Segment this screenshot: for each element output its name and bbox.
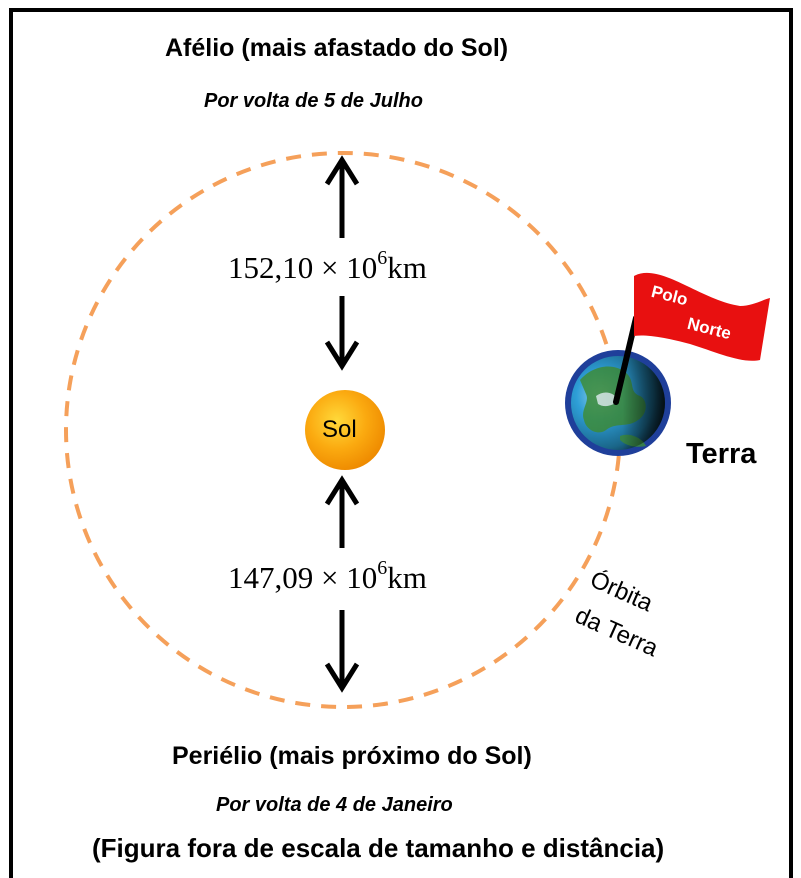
perihelion-date: Por volta de 4 de Janeiro — [216, 794, 453, 816]
aphelion-distance-unit: km — [387, 250, 427, 285]
aphelion-date: Por volta de 5 de Julho — [204, 90, 423, 112]
perihelion-distance-exponent: 6 — [377, 557, 388, 579]
perihelion-distance-value: 147,09 × 10 — [228, 560, 378, 595]
aphelion-title: Afélio (mais afastado do Sol) — [165, 34, 509, 62]
scale-note: (Figura fora de escala de tamanho e dist… — [92, 833, 665, 863]
figure-frame — [9, 8, 793, 878]
aphelion-distance: 152,10 × 106km — [228, 247, 427, 286]
aphelion-distance-arrows — [324, 155, 360, 371]
north-pole-flag — [613, 272, 770, 405]
flag-cloth — [634, 272, 770, 361]
aphelion-distance-exponent: 6 — [377, 247, 388, 269]
aphelion-distance-value: 152,10 × 10 — [228, 250, 378, 285]
earth-label: Terra — [686, 438, 757, 470]
perihelion-title: Periélio (mais próximo do Sol) — [172, 742, 532, 770]
perihelion-distance-unit: km — [387, 560, 427, 595]
perihelion-distance: 147,09 × 106km — [228, 557, 427, 596]
perihelion-distance-arrows — [324, 475, 360, 693]
sun-label: Sol — [322, 416, 357, 443]
sun-icon — [305, 390, 385, 470]
